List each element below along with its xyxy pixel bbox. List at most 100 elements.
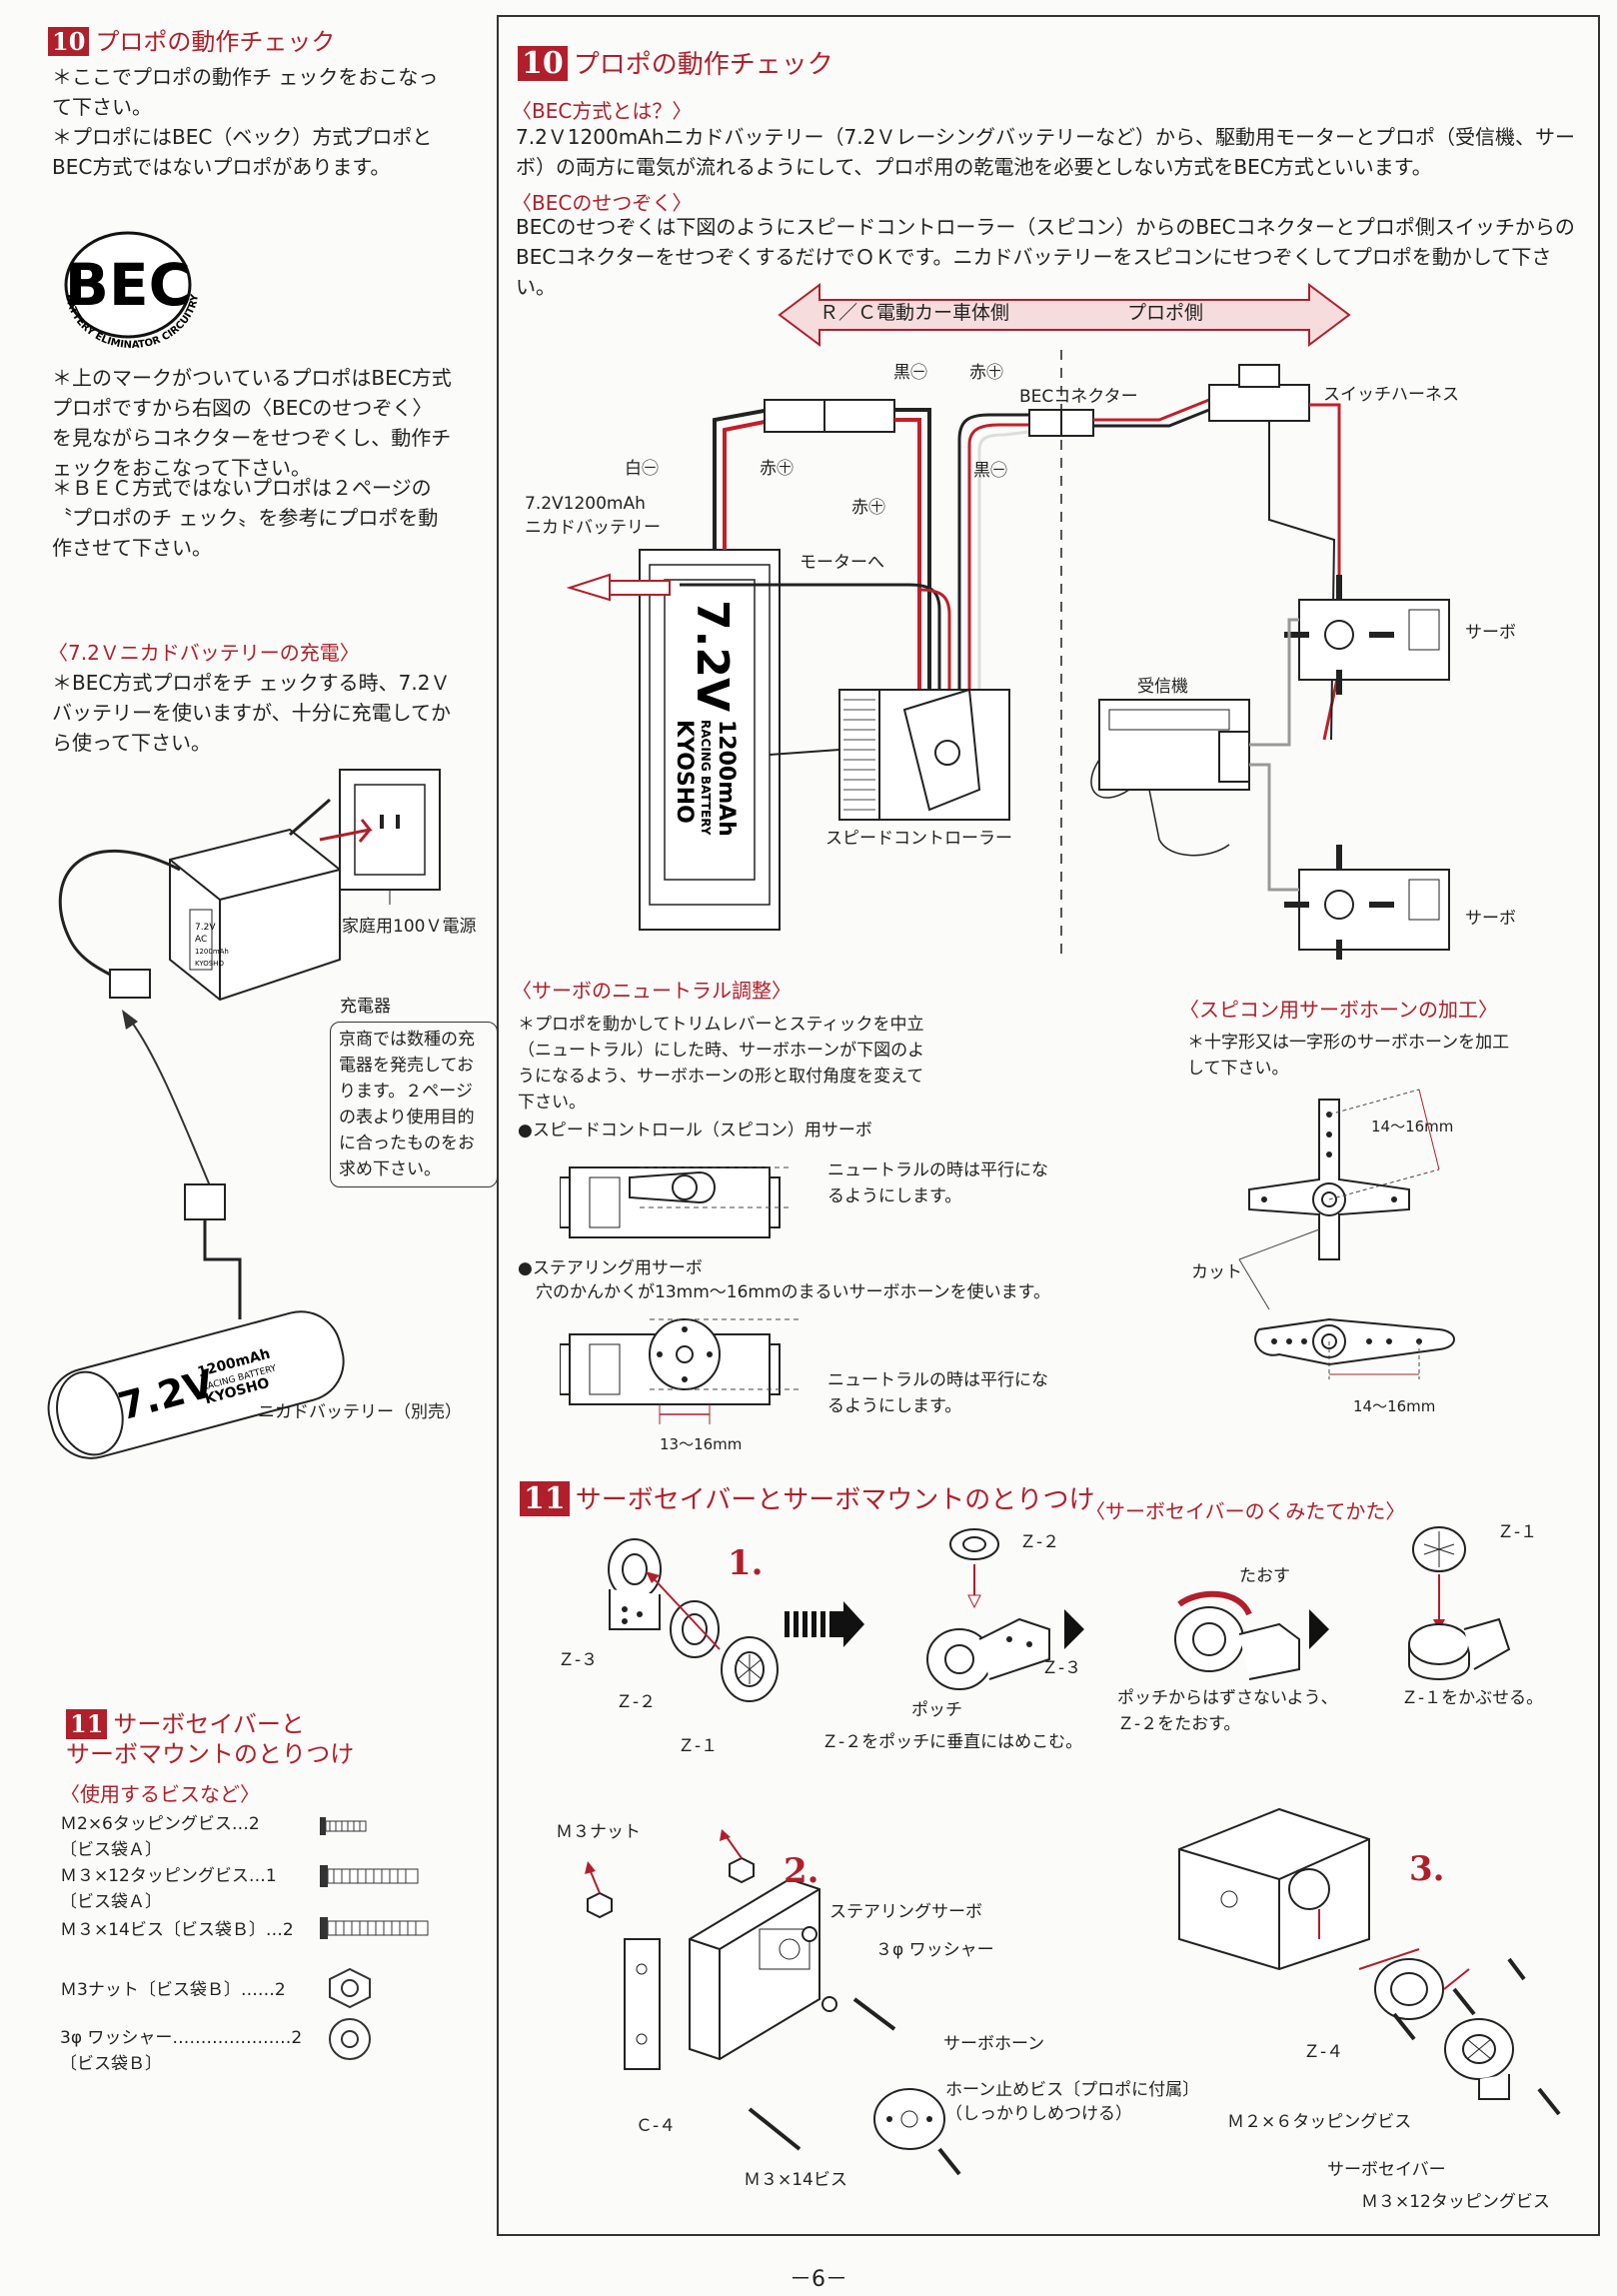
label-motor: モーターへ — [800, 553, 884, 573]
label-horn-screw-2: （しっかりしめつける） — [945, 2104, 1132, 2124]
bec-what-heading: 〈BEC方式とは？〉 — [512, 99, 693, 123]
section-number: 11 — [66, 1709, 108, 1739]
screw-m2x6-icon — [320, 1817, 367, 1835]
step1-diagram — [580, 1519, 1579, 1769]
part-name: 3φ ワッシャー…………………2 — [60, 2028, 303, 2048]
label-red3: 赤㊉ — [851, 498, 885, 518]
neutral-heading: 〈サーボのニュートラル調整〉 — [512, 979, 792, 1003]
caption-step1c: Ｚ-１をかぶせる。 — [1401, 1688, 1544, 1708]
label-bec-connector: BECコネクター — [1019, 387, 1138, 407]
label-z3b: Ｚ-３ — [1041, 1658, 1082, 1678]
label-red2: 赤㊉ — [760, 459, 794, 479]
label-z1: Ｚ-１ — [678, 1736, 719, 1756]
diagram-battery-face-3: RACING BATTERY — [699, 720, 713, 836]
nut-icon — [587, 1891, 613, 1919]
label-horn: サーボホーン — [943, 2034, 1045, 2054]
part-name: Ｍ2×6タッピングビス…2 — [60, 1814, 260, 1834]
label-outlet: 家庭用100Ｖ電源 — [342, 917, 477, 937]
label-white: 白㊀ — [625, 459, 659, 479]
section-title: サーボセイバーとサーボマウントのとりつけ — [575, 1485, 1095, 1515]
right-frame — [497, 15, 1600, 2236]
left-sec10-bullet-1: ＊ここでプロポの動作チ ェックをおこなって下さい。 — [52, 65, 439, 119]
label-charger: 充電器 — [340, 997, 391, 1017]
step-1-label: 1. — [728, 1543, 764, 1583]
label-receiver: 受信機 — [1137, 677, 1188, 697]
arrow-right-label: プロポ側 — [1127, 302, 1204, 324]
caption-step1b: ポッチからはずさないよう、Ｚ-２をたおす。 — [1117, 1688, 1338, 1734]
charger-face-4: KYOSHO — [195, 960, 224, 968]
left-bec-bullet-1: ＊上のマークがついているプロポはBEC方式プロポですから右図の〈BECのせつぞく… — [52, 366, 452, 480]
label-m3x12: Ｍ３×12タッピングビス — [1361, 2192, 1550, 2212]
steer-text: 穴のかんかくが13mm～16mmのまるいサーボホーンを使います。 — [536, 1282, 1050, 1302]
bec-wiring-diagram: 7.2V 1200mAh RACING BATTERY KYOSHO — [510, 270, 1589, 965]
servo-neutral-diagram-1 — [559, 1148, 819, 1257]
label-servo2: サーボ — [1465, 909, 1516, 929]
section-number: 10 — [518, 46, 568, 81]
label-horn-screw: ホーン止めビス〔プロポに付属〕 — [945, 2080, 1200, 2100]
label-black1: 黒㊀ — [893, 363, 927, 383]
servo-neutral-diagram-2 — [559, 1309, 819, 1439]
part-bag: 〔ビス袋Ａ〕 — [60, 1892, 162, 1912]
washer-icon — [329, 2018, 371, 2060]
section-title-2: サーボマウントのとりつけ — [66, 1740, 355, 1768]
neutral-text: ＊プロポを動かしてトリムレバーとスティックを中立（ニュートラル）にした時、サーボ… — [518, 1015, 925, 1113]
screw-m3x14-icon — [320, 1917, 429, 1939]
neutral-note-1: ニュートラルの時は平行になるようにします。 — [827, 1160, 1048, 1206]
arrow-left-label: Ｒ／Ｃ電動カー車体側 — [819, 302, 1010, 324]
nut-icon — [729, 1856, 755, 1884]
parts-heading: 〈使用するビスなど〉 — [60, 1782, 260, 1806]
label-servo1: サーボ — [1465, 623, 1516, 643]
step2-diagram — [560, 1829, 1079, 2199]
next-arrow-icon — [785, 1601, 864, 1647]
charger-illustration: 7.2V AC 1200mAh KYOSHO 7.2V 1200mAh RACI… — [40, 760, 480, 1499]
charge-heading: 〈7.2Ｖニカドバッテリーの充電〉 — [48, 641, 360, 665]
servo-2-icon — [1284, 845, 1450, 965]
dim-14-16-a: 14～16mm — [1371, 1118, 1454, 1136]
label-z3: Ｚ-３ — [558, 1650, 599, 1670]
diagram-battery-face-1: 7.2V — [687, 600, 738, 712]
part-bag: 〔ビス袋Ｂ〕 — [60, 2054, 162, 2074]
diagram-battery-face-4: KYOSHO — [672, 720, 697, 824]
next-arrow-icon — [1309, 1609, 1329, 1649]
sc-servo-title: ●スピードコントロール（スピコン）用サーボ — [518, 1121, 872, 1141]
section-title: プロポの動作チェック — [573, 50, 833, 80]
label-z4: Ｚ-４ — [1303, 2042, 1344, 2062]
steer-title: ●ステアリング用サーボ — [518, 1258, 703, 1278]
bec-logo: BEC BATTERY ELIMINATOR CIRCUITRY — [48, 225, 218, 365]
label-m3x14: Ｍ３×14ビス — [744, 2170, 847, 2190]
label-nicad: ニカドバッテリー（別売） — [258, 1402, 462, 1422]
bec-conn-heading: 〈BECのせつぞく〉 — [512, 191, 693, 215]
bec-conn-text: BECのせつぞくは下図のようにスピードコントローラー（スピコン）からのBECコネ… — [516, 215, 1575, 299]
left-sec10-bullet-2: ＊プロポにはBEC（ベック）方式プロポとBEC方式ではないプロポがあります。 — [52, 125, 433, 179]
caption-step1a: Ｚ-２をポッチに垂直にはめこむ。 — [821, 1732, 1083, 1752]
nut-icon — [329, 1967, 371, 2009]
left-bec-bullet-2: ＊ＢＥＣ方式ではないプロポは２ページの〝プロポのチ ェック〟を参考にプロポを動作… — [52, 476, 439, 560]
section-number: 10 — [48, 27, 90, 56]
z2-part-icon — [670, 1600, 720, 1658]
label-speed-controller: スピードコントローラー — [825, 829, 1012, 849]
neutral-note-2: ニュートラルの時は平行になるようにします。 — [827, 1370, 1048, 1416]
horn-text: ＊十字形又は一字形のサーボホーンを加工して下さい。 — [1187, 1033, 1510, 1079]
section-number: 11 — [520, 1481, 570, 1516]
charger-face-2: AC — [195, 935, 207, 945]
next-arrow-icon — [1064, 1609, 1084, 1649]
charger-face-3: 1200mAh — [195, 948, 229, 956]
step-3-label: 3. — [1409, 1849, 1445, 1889]
label-z2b: Ｚ-２ — [1019, 1532, 1060, 1552]
label-z1b: Ｚ-１ — [1497, 1522, 1538, 1542]
horn-heading: 〈スピコン用サーボホーンの加工〉 — [1179, 998, 1498, 1022]
section-title-1: サーボセイバーと — [113, 1710, 305, 1738]
z1-part-icon — [721, 1636, 779, 1702]
label-washer: ３φ ワッシャー — [875, 1940, 994, 1960]
bec-logo-text: BEC — [65, 251, 191, 319]
step3-diagram — [1169, 1799, 1589, 2169]
dim-13-16: 13～16mm — [660, 1435, 743, 1453]
label-m3nut: Ｍ３ナット — [556, 1822, 641, 1842]
label-bocchi: ポッチ — [911, 1700, 962, 1720]
saver-heading: 〈サーボセイバーのくみたてかた〉 — [1085, 1499, 1406, 1523]
label-steer-servo: ステアリングサーボ — [829, 1902, 982, 1922]
section-title: プロポの動作チェック — [95, 28, 336, 56]
